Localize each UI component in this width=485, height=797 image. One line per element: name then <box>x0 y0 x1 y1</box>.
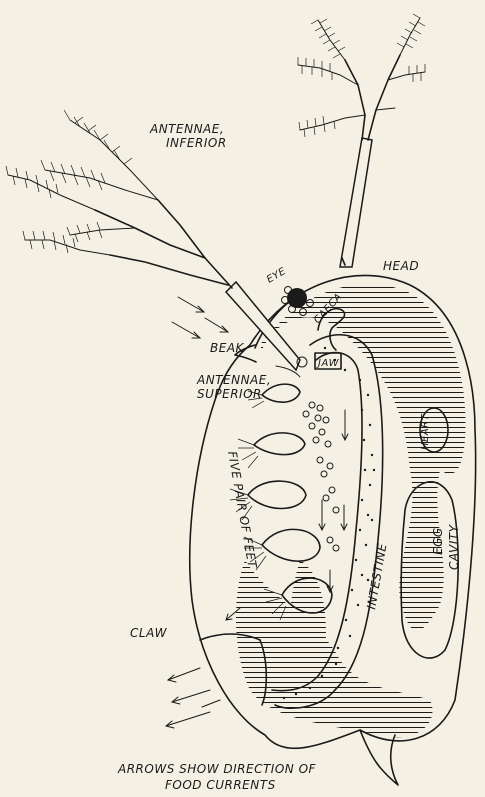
label-antennae-superior-1: ANTENNAE, <box>196 373 271 387</box>
label-antennae-inferior-2: INFERIOR <box>166 136 227 150</box>
label-five-pair-of-feet: FIVE PAIR OF FEET <box>225 450 260 570</box>
label-cavity: CAVITY <box>447 523 461 570</box>
antenna-upper <box>298 14 425 267</box>
label-heart: HEART <box>420 413 431 450</box>
label-antennae-superior-2: SUPERIOR <box>197 387 262 401</box>
caption-line-2: FOOD CURRENTS <box>165 778 276 792</box>
caption-line-1: ARROWS SHOW DIRECTION OF <box>117 762 317 776</box>
label-jaw: JAW <box>316 358 340 369</box>
label-head: HEAD <box>383 259 419 273</box>
label-intestine: INTESTINE <box>364 542 389 610</box>
label-eye: EYE <box>265 266 288 286</box>
label-antennae-inferior-1: ANTENNAE, <box>149 122 224 136</box>
label-egg: EGG <box>431 527 445 555</box>
food-current-arrows <box>166 297 228 728</box>
label-claw: CLAW <box>130 626 168 640</box>
label-beak: BEAK <box>210 341 245 355</box>
antenna-inferior <box>6 110 307 370</box>
